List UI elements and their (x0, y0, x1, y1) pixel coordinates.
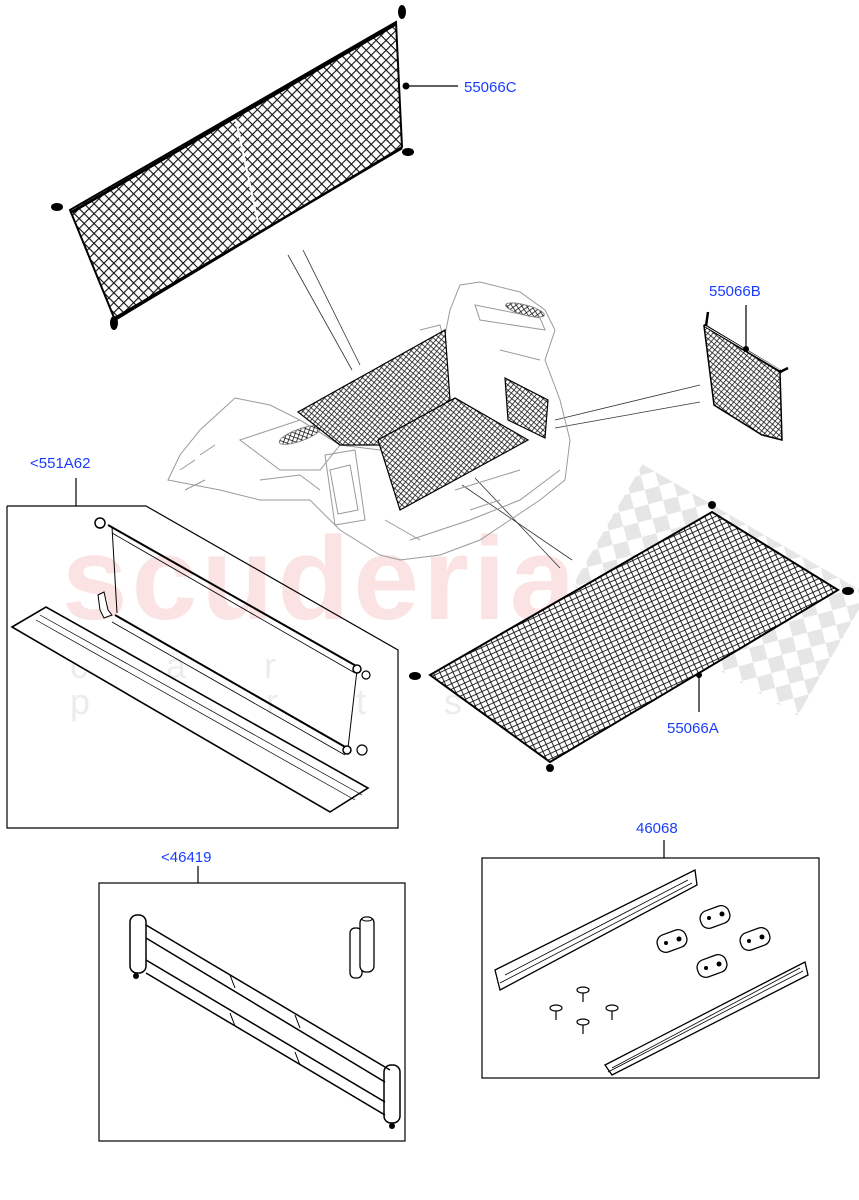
callout-55066A[interactable]: 55066A (667, 720, 719, 737)
callout-55066C[interactable]: 55066C (464, 79, 517, 96)
vehicle-load-space (167, 281, 571, 561)
net-55066C (51, 5, 458, 330)
callout-46419[interactable]: <46419 (161, 849, 212, 866)
callout-55066B[interactable]: 55066B (709, 283, 761, 300)
kit-46419 (98, 866, 406, 1142)
kit-551A62 (6, 478, 399, 829)
callout-46068[interactable]: 46068 (636, 820, 678, 837)
net-55066A (409, 501, 854, 772)
callout-551A62[interactable]: <551A62 (30, 455, 91, 472)
net-55066B (703, 305, 789, 441)
kit-46068 (481, 840, 820, 1079)
